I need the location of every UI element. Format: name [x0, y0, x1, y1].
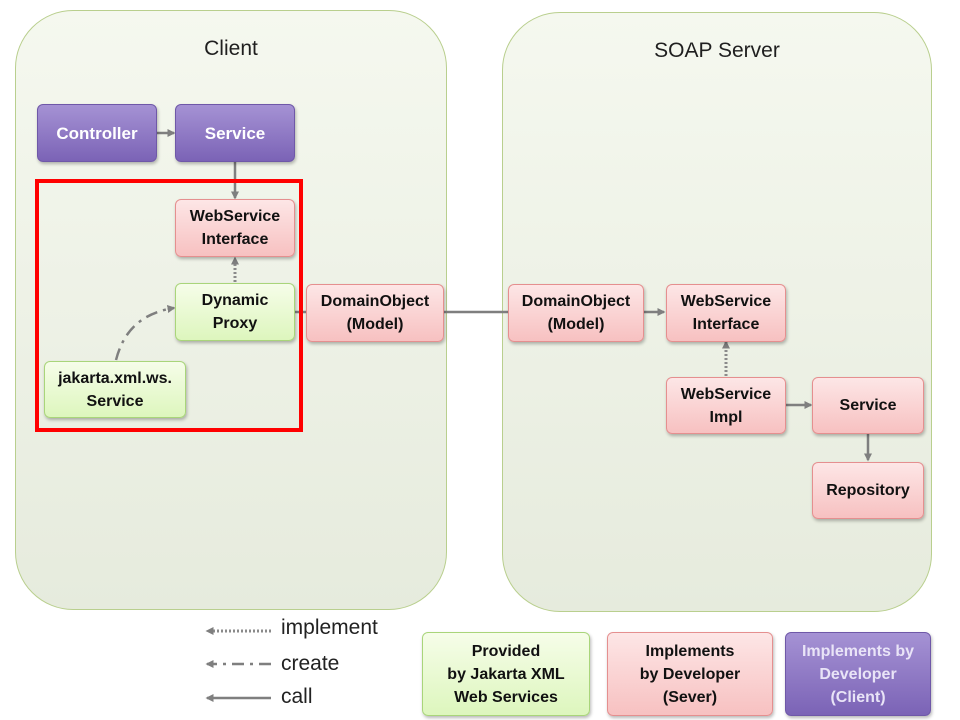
- dynamic-proxy-box: Dynamic Proxy: [175, 283, 295, 341]
- legend-provided-box: Provided by Jakarta XML Web Services: [422, 632, 590, 716]
- server-domainobject-label: DomainObject (Model): [521, 293, 631, 333]
- server-repository-label: Repository: [826, 482, 910, 499]
- legend-client-label: Implements by Developer (Client): [801, 642, 915, 706]
- client-panel-title: Client: [204, 37, 258, 60]
- controller-label: Controller: [56, 123, 138, 143]
- legend-server-box: Implements by Developer (Sever): [607, 632, 773, 716]
- client-domainobject-label: DomainObject (Model): [320, 293, 430, 333]
- server-wsinterface-label: WebService Interface: [680, 293, 772, 333]
- server-domainobject-box: DomainObject (Model): [508, 284, 644, 342]
- client-wsinterface-box: WebService Interface: [175, 199, 295, 257]
- legend-call-label: call: [281, 685, 313, 708]
- client-wsinterface-label: WebService Interface: [189, 208, 281, 248]
- jakarta-service-label: jakarta.xml.ws. Service: [58, 369, 172, 410]
- server-panel-title: SOAP Server: [654, 39, 780, 62]
- server-wsimpl-label: WebService Impl: [680, 385, 772, 426]
- server-repository-box: Repository: [812, 462, 924, 519]
- dynamic-proxy-label: Dynamic Proxy: [201, 292, 269, 332]
- jakarta-service-box: jakarta.xml.ws. Service: [44, 361, 186, 418]
- server-wsinterface-box: WebService Interface: [666, 284, 786, 342]
- client-domainobject-box: DomainObject (Model): [306, 284, 444, 342]
- server-service-label: Service: [839, 397, 897, 414]
- client-service-label: Service: [204, 123, 266, 143]
- legend-implement-label: implement: [281, 616, 378, 639]
- client-service-box: Service: [175, 104, 295, 162]
- server-wsimpl-box: WebService Impl: [666, 377, 786, 434]
- legend-client-box: Implements by Developer (Client): [785, 632, 931, 716]
- highlight-frame: [35, 179, 303, 432]
- legend-server-label: Implements by Developer (Sever): [639, 642, 741, 706]
- arrow-jakarta-proxy: [114, 305, 176, 361]
- legend-provided-label: Provided by Jakarta XML Web Services: [447, 642, 565, 706]
- controller-box: Controller: [37, 104, 157, 162]
- legend-create-label: create: [281, 652, 340, 675]
- server-service-box: Service: [812, 377, 924, 434]
